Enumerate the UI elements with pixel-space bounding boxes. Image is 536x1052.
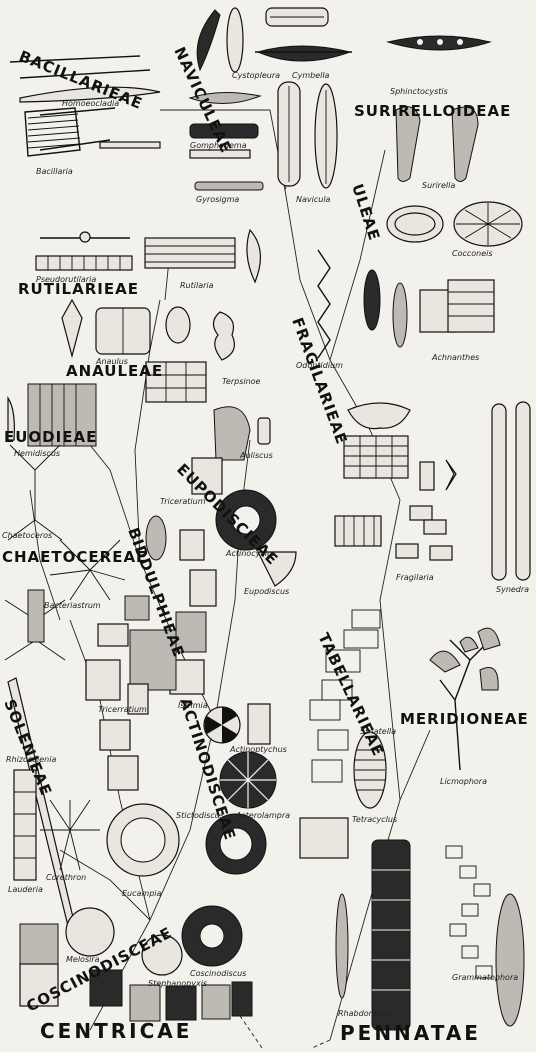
genus-navicula: Navicula xyxy=(296,195,331,204)
genus-gyrosigma: Gyrosigma xyxy=(196,195,239,204)
label-surirelloideae: SURIRELLOIDEAE xyxy=(354,102,511,120)
label-centricae: CENTRICAE xyxy=(40,1019,192,1043)
chaetoceros-drawings xyxy=(4,444,126,661)
genus-chaetoceros: Chaetoceros xyxy=(2,531,52,540)
label-chaetocereae: CHAETOCEREAE xyxy=(2,548,147,566)
fragilarioid-drawings xyxy=(309,249,531,809)
genus-gomphonema: Gomphonema xyxy=(190,141,247,150)
genus-bacteriastrum: Bacteriastrum xyxy=(44,601,101,610)
biddulphia-chain-drawings xyxy=(85,529,217,791)
genus-cymbella: Cymbella xyxy=(292,71,330,80)
genus-actinocyclus: Actinocyclus xyxy=(225,549,276,558)
coscinodiscoid-drawings xyxy=(19,905,253,1022)
label-meridioneae: MERIDIONEAE xyxy=(400,710,529,728)
genus-homoeocladia: Homoeocladia xyxy=(62,99,119,108)
genus-surirella: Surirella xyxy=(422,181,455,190)
genus-rhabdonema: Rhabdonema xyxy=(338,1009,391,1018)
rhabdonema-grammatophora-drawings xyxy=(299,817,525,1031)
genus-stictodiscus: Stictodiscus xyxy=(176,811,224,820)
genus-stephanopyxis: Stephanopyxis xyxy=(148,979,207,988)
genus-auliscus: Auliscus xyxy=(239,451,273,460)
solenoid-drawings xyxy=(7,677,180,935)
genus-licmophora: Licmophora xyxy=(440,777,487,786)
genus-grammatophora: Grammatophora xyxy=(452,973,518,982)
genus-pseudorutilaria: Pseudorutilaria xyxy=(36,275,96,284)
genus-cocconeis: Cocconeis xyxy=(452,249,493,258)
genus-rhizosolenia: Rhizosolenia xyxy=(6,755,56,764)
group-labels: BACILLARIEAE NAVICULEAE SURIRELLOIDEAE R… xyxy=(0,44,529,1045)
genus-tetracyclus: Tetracyclus xyxy=(352,815,397,824)
genus-isthmia: Isthmia xyxy=(178,701,208,710)
genus-melosira: Melosira xyxy=(66,955,100,964)
genus-eupodiscus: Eupodiscus xyxy=(244,587,289,596)
label-pennatae: PENNATAE xyxy=(340,1021,481,1045)
label-rutilarieae: RUTILARIEAE xyxy=(18,280,139,298)
surirella-cocconeis-achnanthes-drawings xyxy=(363,106,523,348)
label-tabellarieae: TABELLARIEAE xyxy=(314,630,387,759)
genus-fragilaria: Fragilaria xyxy=(396,573,434,582)
rutilaria-anaulus-drawings xyxy=(35,228,261,403)
genus-bacillaria: Bacillaria xyxy=(36,167,73,176)
genus-hemidiscus: Hemidiscus xyxy=(14,449,60,458)
genus-tricerratium: Tricerratium xyxy=(98,705,147,714)
label-anauleae: ANAULEAE xyxy=(66,362,163,380)
genus-rutilaria: Rutilaria xyxy=(180,281,214,290)
genus-corethron: Corethron xyxy=(46,873,86,882)
genus-labels: Bacillaria Homoeocladia Cymbella Cystopl… xyxy=(2,71,529,1018)
hemidiscus-drawings xyxy=(7,383,97,447)
naviculoid-drawings xyxy=(188,7,492,191)
genus-terpsinoe: Terpsinoe xyxy=(222,377,261,386)
genus-asterolampra: Asterolampra xyxy=(235,811,290,820)
genus-lauderia: Lauderia xyxy=(8,885,43,894)
eupodiscoid-drawings xyxy=(145,406,297,587)
genus-cystopleura: Cystopleura xyxy=(232,71,280,80)
genus-striatella: Striatella xyxy=(360,727,396,736)
actinodiscoid-drawings xyxy=(203,703,277,875)
genus-achnanthes: Achnanthes xyxy=(431,353,479,362)
genus-anaulus: Anaulus xyxy=(95,357,128,366)
label-cocconeideae: ULEAE xyxy=(348,182,383,244)
genus-actinoptychus: Actinoptychus xyxy=(229,745,287,754)
label-fragilarieae: FRAGILARIEAE xyxy=(288,315,351,447)
genus-odontidium: Odontidium xyxy=(296,361,343,370)
genus-triceratium: Triceratium xyxy=(160,497,206,506)
genus-synedra: Synedra xyxy=(496,585,529,594)
genus-sphinctocystis: Sphinctocystis xyxy=(390,87,448,96)
bacillaria-drawing xyxy=(9,55,161,157)
genus-eucampia: Eucampia xyxy=(122,889,162,898)
genus-coscinodiscus: Coscinodiscus xyxy=(190,969,246,978)
licmophora-drawing xyxy=(429,627,501,771)
label-euodieae: EUODIEAE xyxy=(4,428,97,446)
